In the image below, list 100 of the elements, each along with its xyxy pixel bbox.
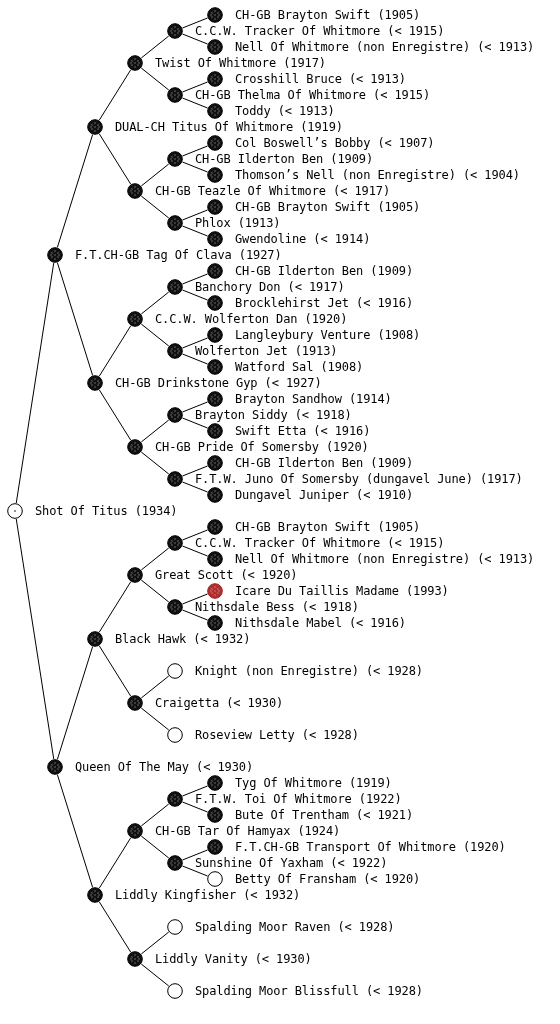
pedigree-name: Great Scott (< 1920) [155,569,298,581]
pedigree-name: Knight (non Enregistre) (< 1928) [195,665,423,677]
connector-line [181,481,209,493]
connector-line [181,145,209,157]
pedigree-name: Black Hawk (< 1932) [115,633,251,645]
connector-line [140,835,170,859]
connector-line [181,161,209,173]
connector-line [15,262,55,504]
pedigree-name: Langleybury Venture (1908) [235,329,421,341]
pedigree-name: Icare Du Taillis Madame (1993) [235,585,449,597]
connector-line [140,803,170,827]
pedigree-name: CH-GB Tar Of Hamyax (1924) [155,825,341,837]
pedigree-name: Dungavel Juniper (< 1910) [235,489,414,501]
pedigree-name: Liddly Vanity (< 1930) [155,953,312,965]
connector-line [140,707,170,731]
connector-line [98,69,132,121]
connector-line [181,593,209,605]
pedigree-name: CH-GB Brayton Swift (1905) [235,9,421,21]
pedigree-name: CH-GB Ilderton Ben (1909) [235,457,414,469]
pedigree-name: Gwendoline (< 1914) [235,233,371,245]
connector-line [98,645,132,697]
pedigree-name: Spalding Moor Raven (< 1928) [195,921,395,933]
pedigree-name: F.T.W. Toi Of Whitmore (1922) [195,793,402,805]
connector-line [15,518,55,760]
pedigree-name: F.T.CH-GB Transport Of Whitmore (1920) [235,841,506,853]
connector-line [140,675,170,699]
connector-line [56,774,94,888]
pedigree-name: Wolferton Jet (1913) [195,345,338,357]
connector-line [181,209,209,221]
connector-line [181,273,209,285]
connector-line [181,289,209,301]
connector-line [140,67,170,91]
connector-line [181,849,209,861]
connector-line [98,581,132,633]
pedigree-name: Tyg Of Whitmore (1919) [235,777,392,789]
pedigree-name: CH-GB Drinkstone Gyp (< 1927) [115,377,322,389]
pedigree-name: Spalding Moor Blissfull (< 1928) [195,985,423,997]
pedigree-name: Sunshine Of Yaxham (< 1922) [195,857,388,869]
connector-line [140,451,170,475]
pedigree-name: Betty Of Fransham (< 1920) [235,873,421,885]
connector-line [56,646,94,760]
connector-line [181,97,209,109]
pedigree-name: Toddy (< 1913) [235,105,335,117]
connector-line [56,262,94,376]
connector-line [98,325,132,377]
connector-line [181,865,209,877]
pedigree-name: Thomson’s Nell (non Enregistre) (< 1904) [235,169,520,181]
pedigree-name: CH-GB Ilderton Ben (1909) [235,265,414,277]
pedigree-name: CH-GB Brayton Swift (1905) [235,521,421,533]
pedigree-name: C.C.W. Tracker Of Whitmore (< 1915) [195,537,445,549]
connector-line [181,801,209,813]
connector-line [181,225,209,237]
connector-line [140,419,170,443]
connector-line [140,323,170,347]
connector-line [181,401,209,413]
pedigree-name: CH-GB Teazle Of Whitmore (< 1917) [155,185,391,197]
pedigree-name: Phlox (1913) [195,217,281,229]
connector-line [181,417,209,429]
pedigree-name: Brayton Sandhow (1914) [235,393,392,405]
pedigree-name: F.T.CH-GB Tag Of Clava (1927) [75,249,282,261]
pedigree-name: Nithsdale Mabel (< 1916) [235,617,406,629]
pedigree-name: C.C.W. Wolferton Dan (1920) [155,313,348,325]
pedigree-name: F.T.W. Juno Of Somersby (dungavel June) (1917) [195,473,523,485]
pedigree-name: CH-GB Ilderton Ben (1909) [195,153,374,165]
pedigree-name: Roseview Letty (< 1928) [195,729,359,741]
pedigree-name: CH-GB Thelma Of Whitmore (< 1915) [195,89,431,101]
pedigree-name: Banchory Don (< 1917) [195,281,345,293]
connector-line [140,291,170,315]
connector-line [140,963,170,987]
connector-line [181,785,209,797]
connector-line [98,837,132,889]
pedigree-name: Crosshill Bruce (< 1913) [235,73,406,85]
connector-line [181,609,209,621]
connector-line [181,81,209,93]
pedigree-name: Nell Of Whitmore (non Enregistre) (< 1913) [235,553,535,565]
pedigree-name: Twist Of Whitmore (1917) [155,57,326,69]
connector-line [98,901,132,953]
connector-line [181,529,209,541]
connector-line [140,931,170,955]
pedigree-name: Swift Etta (< 1916) [235,425,371,437]
connector-line [181,353,209,365]
pedigree-name: Col Boswell’s Bobby (< 1907) [235,137,435,149]
pedigree-name: Brayton Siddy (< 1918) [195,409,352,421]
pedigree-name: C.C.W. Tracker Of Whitmore (< 1915) [195,25,445,37]
connector-line [181,465,209,477]
connector-line [181,17,209,29]
pedigree-name: Queen Of The May (< 1930) [75,761,254,773]
pedigree-name: Shot Of Titus (1934) [35,505,178,517]
connector-line [181,545,209,557]
connector-line [181,337,209,349]
connector-line [140,163,170,187]
connector-line [181,33,209,45]
pedigree-name: Nithsdale Bess (< 1918) [195,601,359,613]
connector-line [98,389,132,441]
connector-line [140,195,170,219]
pedigree-name: Liddly Kingfisher (< 1932) [115,889,301,901]
connector-line [98,133,132,185]
pedigree-name: DUAL-CH Titus Of Whitmore (1919) [115,121,343,133]
connector-line [56,134,94,248]
pedigree-name: CH-GB Brayton Swift (1905) [235,201,421,213]
